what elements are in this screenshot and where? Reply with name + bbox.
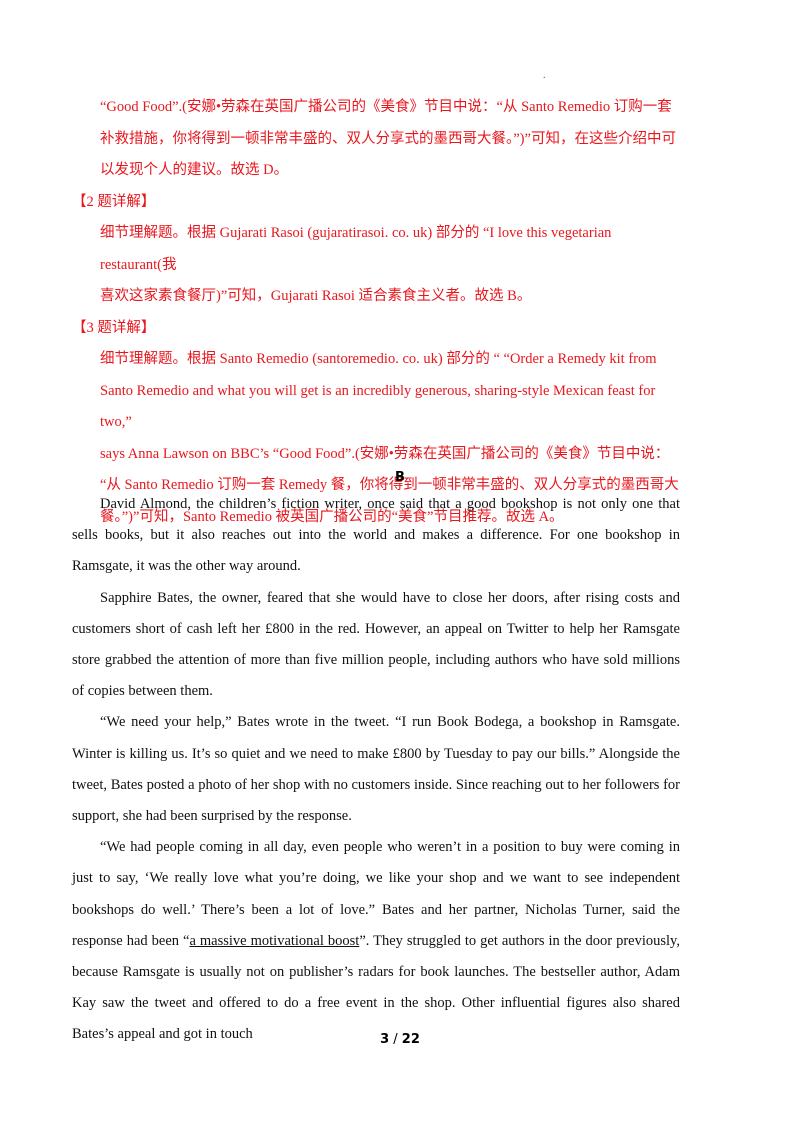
q3-heading: 【3 题详解】 [72, 319, 156, 336]
total-pages: 22 [401, 1032, 420, 1047]
passage-paragraph-2: Sapphire Bates, the owner, feared that s… [72, 589, 680, 700]
q1-explanation-line: 以发现个人的建议。故选 D。 [100, 162, 289, 178]
passage-paragraph-4: “We had people coming in all day, even p… [72, 832, 680, 1050]
paragraph-4-text-before: “We had people coming in all day, even p… [72, 839, 680, 949]
reading-passage: David Almond, the children’s fiction wri… [72, 489, 680, 1051]
q3-explanation-line: says Anna Lawson on BBC’s “Good Food”.(安… [100, 445, 670, 462]
page-separator: / [389, 1032, 402, 1047]
answer-explanations: “Good Food”.(安娜•劳森在英国广播公司的《美食》节目中说：“从 Sa… [72, 92, 684, 533]
q2-explanation-line: 细节理解题。根据 Gujarati Rasoi (gujaratirasoi. … [100, 225, 612, 273]
passage-paragraph-3: “We need your help,” Bates wrote in the … [72, 714, 680, 825]
q3-explanation-line: 餐。”)”可知，Santo Remedio 被英国广播公司的“美食”节目推荐。故… [100, 508, 564, 525]
q2-heading: 【2 题详解】 [72, 193, 156, 210]
paragraph-4-text-after: ”. They struggled to get authors in the … [72, 932, 680, 1043]
passage-paragraph-1: David Almond, the children’s fiction wri… [72, 496, 680, 575]
stray-mark: . [160, 1030, 162, 1039]
page-number: 3 / 22 [0, 1032, 800, 1047]
underlined-phrase: a massive motivational boost [189, 932, 360, 949]
stray-mark: . [543, 70, 546, 81]
section-label: B [395, 470, 405, 485]
q2-explanation-line: 喜欢这家素食餐厅)”可知，Gujarati Rasoi 适合素食主义者。故选 B… [100, 288, 532, 304]
q1-explanation-line: 补救措施，你将得到一顿非常丰盛的、双人分享式的墨西哥大餐。”)”可知，在这些介绍… [100, 130, 676, 147]
q3-explanation-line: Santo Remedio and what you will get is a… [100, 382, 656, 431]
q3-explanation-line: 细节理解题。根据 Santo Remedio (santoremedio. co… [100, 351, 657, 367]
q1-explanation-line: “Good Food”.(安娜•劳森在英国广播公司的《美食》节目中说：“从 Sa… [100, 99, 672, 115]
q3-explanation-line: “从 Santo Remedio 订购一套 Remedy 餐，你将得到一顿非常丰… [100, 477, 679, 493]
current-page: 3 [380, 1032, 390, 1047]
